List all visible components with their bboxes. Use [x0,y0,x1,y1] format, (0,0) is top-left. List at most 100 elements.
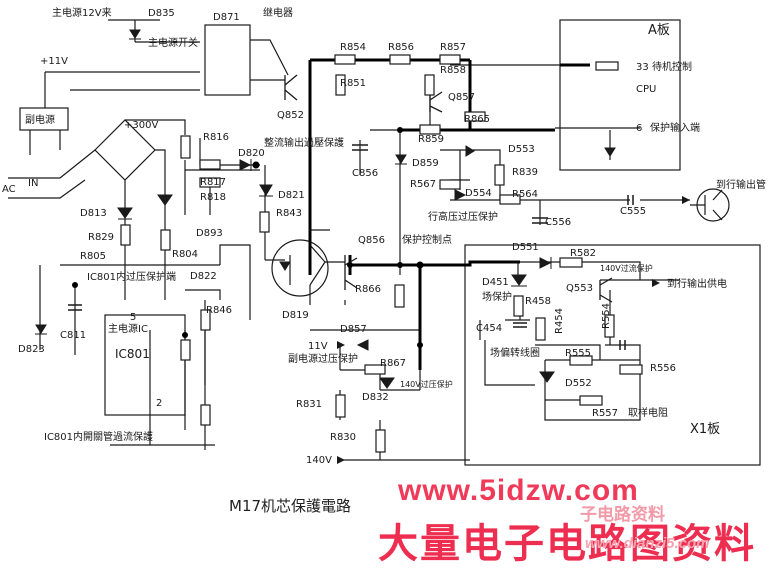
lbl-d551: D551 [512,242,539,253]
lbl-r582: R582 [570,248,596,259]
lbl-tohout: 到行输出管 [716,178,766,191]
lbl-d820: D820 [238,148,265,159]
lbl-d823: D823 [18,344,45,355]
lbl-r804: R804 [172,249,198,260]
diagram-title: M17机芯保護電路 [229,497,352,515]
lbl-d819: D819 [282,310,309,321]
lbl-r805: R805 [80,251,106,262]
lbl-r854: R854 [340,42,366,53]
lbl-d554: D554 [465,188,492,199]
lbl-ac: AC [2,184,16,195]
lbl-d822: D822 [190,271,217,282]
lbl-r857: R857 [440,42,466,53]
lbl-subpsu: 副电源 [25,113,55,126]
lbl-d835: D835 [148,8,175,19]
lbl-d552: D552 [565,378,592,389]
lbl-ic801ocp: IC801内開關管過流保護 [44,430,153,443]
lbl-r454: R454 [554,308,565,334]
lbl-r564: R564 [512,189,538,200]
transistors [284,74,613,303]
lbl-r856: R856 [388,42,414,53]
resistors [120,54,643,453]
lbl-relay: 继电器 [263,6,293,19]
lbl-p6: 6 [636,123,642,134]
lbl-protpoint: 保护控制点 [402,233,452,246]
lbl-d813: D813 [80,208,107,219]
lbl-sampr: 取样电阻 [628,406,668,419]
lbl-p2: 2 [156,398,162,409]
lbl-r829: R829 [88,232,114,243]
lbl-protin: 保护输入端 [650,121,700,134]
lbl-fieldprot: 场保护 [482,290,512,303]
labels: 主电源12V来 D835 D871 继电器 主电源开关 +11V 副电源 +30… [2,6,766,466]
lbl-q857: Q857 [448,92,475,103]
lbl-ovp140: 140V过压保护 [400,379,453,389]
lbl-r554: R554 [601,303,612,329]
lbl-d859: D859 [412,158,439,169]
lbl-r865: R865 [464,114,490,125]
lbl-hvprot: 行高压过压保护 [428,210,498,223]
lbl-tohpwr: 到行输出供电 [667,277,727,290]
lbl-d451: D451 [482,277,509,288]
lbl-r858: R858 [440,65,466,76]
lbl-r556: R556 [650,363,676,374]
lbl-x1: X1板 [690,422,720,437]
lbl-p33: 33 [636,62,649,73]
lbl-c556: C556 [545,217,571,228]
diodes [35,29,616,389]
lbl-r859: R859 [418,134,444,145]
lbl-d893: D893 [196,228,223,239]
lbl-q856: Q856 [358,235,385,246]
lbl-r817: R817 [200,177,226,188]
lbl-c454: C454 [476,323,502,334]
lbl-q553: Q553 [566,283,593,294]
lbl-c856: C856 [352,168,378,179]
watermark-url: www.5idzw.com [398,474,639,507]
arrows [337,196,690,464]
lbl-d871: D871 [213,12,240,23]
lbl-c811: C811 [60,330,86,341]
lbl-coil: 场偏转线圈 [490,346,540,359]
watermark-cn-small: 子电路资料 [580,505,665,524]
lbl-r846: R846 [206,305,232,316]
lbl-stbctl: 待机控制 [652,60,692,73]
lbl-r839: R839 [512,167,538,178]
lbl-r818: R818 [200,192,226,203]
lbl-r830: R830 [330,432,356,443]
lbl-p5: 5 [130,312,136,323]
lbl-q852: Q852 [277,110,304,121]
lbl-ocp140: 140V过流保护 [600,263,653,273]
lbl-300v: +300V [124,120,158,131]
lbl-aboard: A板 [648,23,670,38]
lbl-c555: C555 [620,206,646,217]
lbl-r831: R831 [296,399,322,410]
lbl-r843: R843 [276,208,302,219]
lbl-r567: R567 [410,179,436,190]
lbl-d821: D821 [278,190,305,201]
lbl-r866: R866 [355,284,381,295]
watermark-cn: 大量电子电路图资料 [378,522,756,566]
lbl-11v: +11V [40,56,68,67]
lbl-11v-b: 11V [308,341,328,352]
lbl-d857: D857 [340,324,367,335]
lbl-in: IN [28,178,38,189]
junctions [72,127,424,348]
lbl-ic801ovp: IC801内过压保护端 [87,270,176,283]
lbl-r816: R816 [203,132,229,143]
lbl-d832: D832 [362,392,389,403]
lbl-r851: R851 [340,78,366,89]
lbl-r458: R458 [525,296,551,307]
lbl-r867: R867 [380,358,406,369]
lbl-mainic: 主电源IC [108,322,148,335]
capacitors [68,144,634,350]
lbl-r557: R557 [592,408,618,419]
lbl-ic801: IC801 [115,347,150,361]
lbl-rectovp: 整流输出過壓保護 [264,136,344,149]
lbl-mainsw: 主电源开关 [148,36,198,49]
lbl-cpu: CPU [636,84,656,95]
lbl-subovp: 副电源过压保护 [288,352,358,365]
lbl-d553: D553 [508,144,535,155]
watermark-url-small: www.dianzi5.com [585,535,710,552]
lbl-main12v: 主电源12V来 [52,6,112,19]
